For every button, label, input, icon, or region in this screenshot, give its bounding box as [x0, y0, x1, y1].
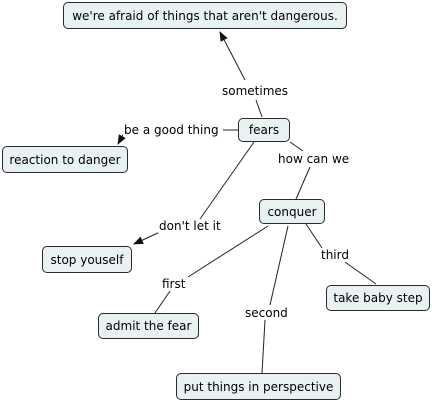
link-line-dont-stop [133, 231, 161, 245]
node-put-things-in-perspective[interactable]: put things in perspective [176, 373, 341, 400]
link-label-how-can-we: how can we [277, 152, 351, 166]
link-line-second-perspective [261, 319, 266, 374]
link-line-fears-sometimes [255, 99, 263, 118]
node-afraid[interactable]: we're afraid of things that aren't dange… [63, 2, 347, 29]
link-line-conquer-second [269, 225, 289, 306]
node-stop-yourself[interactable]: stop youself [42, 246, 132, 273]
node-reaction-to-danger[interactable]: reaction to danger [2, 146, 128, 173]
link-label-dont-let-it: don't let it [158, 219, 222, 233]
link-line-conquer-first [187, 225, 269, 278]
node-admit-the-fear[interactable]: admit the fear [98, 313, 199, 339]
link-label-be-a-good-thing: be a good thing [123, 123, 220, 137]
link-label-third: third [320, 248, 350, 262]
link-line-conquer-third [305, 223, 323, 249]
node-conquer[interactable]: conquer [259, 199, 325, 224]
link-line-sometimes-afraid [219, 31, 246, 81]
link-label-first: first [161, 277, 187, 291]
link-label-sometimes: sometimes [221, 84, 290, 98]
link-line-fears-how [289, 141, 304, 152]
link-label-second: second [244, 306, 289, 320]
node-fears[interactable]: fears [238, 118, 290, 142]
link-line-third-baby [344, 261, 377, 285]
link-line-fears-dont [199, 141, 255, 220]
link-line-first-admit [154, 290, 171, 314]
node-take-baby-step[interactable]: take baby step [326, 285, 430, 311]
link-line-how-conquer [295, 166, 311, 200]
